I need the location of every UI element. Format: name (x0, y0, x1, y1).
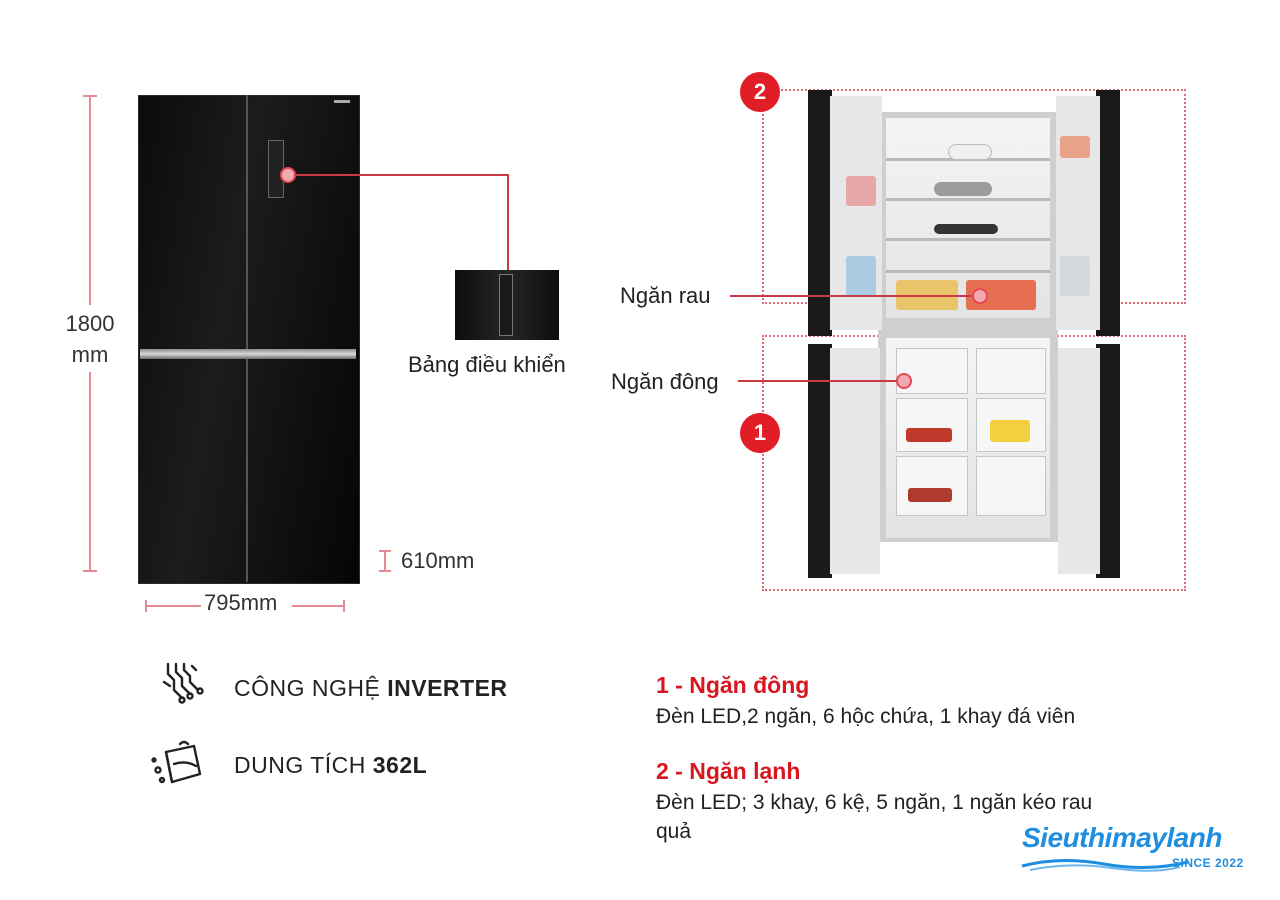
dimension-width-line (146, 605, 201, 607)
left-fridge-door-inner (830, 96, 882, 330)
feature-inverter-prefix: CÔNG NGHỆ (234, 675, 388, 701)
control-panel-label: Bảng điều khiển (408, 352, 566, 377)
crisper-callout-line (730, 295, 974, 297)
right-freezer-door-inner (1058, 348, 1100, 574)
logo-since: SINCE 2022 (1172, 856, 1244, 870)
right-fridge-door-inner (1056, 96, 1100, 330)
height-unit: mm (71, 342, 109, 367)
dimension-tick (343, 600, 345, 612)
width-dimension-label: 795mm (204, 590, 278, 615)
callout-line (294, 174, 508, 176)
fridge-interior (886, 118, 1050, 318)
section-1-badge: 1 (740, 413, 780, 453)
feature-inverter-emphasis: INVERTER (387, 675, 508, 701)
depth-dimension-label: 610mm (401, 548, 475, 573)
spec-freezer-text: Đèn LED,2 ngăn, 6 hộc chứa, 1 khay đá vi… (656, 705, 1076, 728)
freezer-label: Ngăn đông (611, 369, 719, 394)
freezer-callout-dot (896, 373, 912, 389)
capacity-box-icon (150, 738, 206, 788)
control-panel-thumbnail (455, 270, 559, 340)
door-seam (246, 95, 248, 582)
section-2-badge: 2 (740, 72, 780, 112)
feature-capacity-emphasis: 362L (372, 752, 428, 778)
store-logo: Sieuthimaylanh SINCE 2022 (1020, 822, 1260, 882)
spec-fridge-title: 2 - Ngăn lạnh (656, 758, 801, 784)
freezer-callout-line (738, 380, 898, 382)
height-value: 1800 (65, 311, 115, 336)
dimension-tick (379, 570, 391, 572)
left-fridge-door-edge (808, 90, 832, 336)
dimension-width-line (292, 605, 344, 607)
spec-fridge-text: Đèn LED; 3 khay, 6 kệ, 5 ngăn, 1 ngăn ké… (656, 791, 1093, 843)
inverter-chip-icon (160, 660, 206, 706)
crisper-callout-dot (972, 288, 988, 304)
freezer-interior (886, 338, 1050, 538)
left-freezer-door-inner (830, 348, 880, 574)
dimension-tick (379, 550, 391, 552)
dimension-depth-line (384, 550, 386, 572)
feature-capacity-prefix: DUNG TÍCH (234, 752, 373, 778)
right-fridge-door-edge (1096, 90, 1120, 336)
feature-inverter: CÔNG NGHỆ INVERTER (234, 675, 508, 702)
fridge-divider-bar (140, 349, 356, 359)
right-freezer-door-edge (1096, 344, 1120, 578)
callout-line (507, 174, 509, 272)
logo-name: Sieuthimaylanh (1022, 822, 1222, 853)
brand-logo-mark (334, 100, 350, 103)
feature-capacity: DUNG TÍCH 362L (234, 752, 427, 779)
spec-freezer-title: 1 - Ngăn đông (656, 672, 810, 698)
logo-wave-icon (1021, 858, 1189, 872)
crisper-label: Ngăn rau (620, 283, 711, 308)
fridge-closed-front (138, 95, 360, 584)
height-dimension-label: 1800 mm (60, 308, 120, 370)
left-freezer-door-edge (808, 344, 832, 578)
